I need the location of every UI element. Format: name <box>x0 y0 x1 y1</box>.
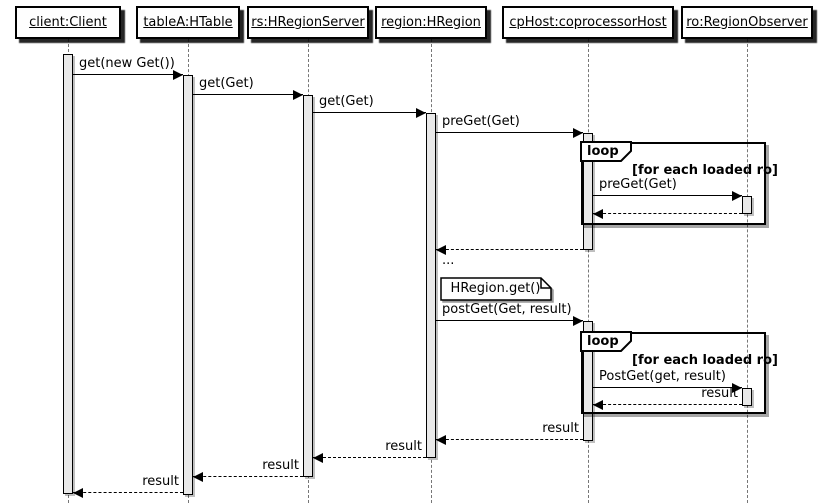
activation-bar-rs <box>303 95 313 477</box>
message-arrowhead <box>193 471 203 482</box>
participant-label-rs: rs:HRegionServer <box>251 15 365 30</box>
note-label: HRegion.get() <box>450 281 541 296</box>
message-label: preGet(Get) <box>442 114 520 129</box>
message-label: result <box>142 474 179 489</box>
message-arrowhead <box>313 452 323 463</box>
message-arrow <box>436 439 583 440</box>
message-label: get(new Get()) <box>79 56 175 71</box>
participant-box-rs: rs:HRegionServer <box>247 6 369 39</box>
activation-bar-cpHost <box>583 133 593 250</box>
message-label: result <box>542 421 579 436</box>
message-arrowhead <box>573 315 583 326</box>
activation-bar-region <box>426 113 436 458</box>
message-arrowhead <box>436 434 446 445</box>
message-arrowhead <box>732 190 742 201</box>
message-arrow <box>593 387 742 388</box>
message-arrowhead <box>436 244 446 255</box>
message-arrowhead <box>732 382 742 393</box>
activation-bar-ro <box>742 196 752 214</box>
message-arrow <box>436 249 583 250</box>
loop-guard-label: [for each loaded ro] <box>632 163 778 178</box>
activation-bar-tableA <box>183 75 193 495</box>
loop-operator-label: loop <box>587 144 619 159</box>
message-arrow <box>73 74 183 75</box>
participant-label-client: client:Client <box>29 15 107 30</box>
note <box>440 277 553 302</box>
message-arrow <box>593 404 742 405</box>
message-arrowhead <box>173 69 183 80</box>
message-label: get(Get) <box>319 94 374 109</box>
message-arrowhead <box>573 127 583 138</box>
message-arrow <box>593 195 742 196</box>
loop-fragment <box>581 332 766 414</box>
activation-bar-client <box>63 54 73 494</box>
participant-box-cpHost: cpHost:coprocessorHost <box>502 6 674 39</box>
message-label: get(Get) <box>199 76 254 91</box>
message-arrowhead <box>593 399 603 410</box>
loop-fragment <box>581 142 766 225</box>
message-label: preGet(Get) <box>599 177 677 192</box>
message-arrow <box>193 94 303 95</box>
lifeline-ro <box>747 39 748 503</box>
message-arrow <box>593 213 742 214</box>
ellipsis-label: ... <box>442 253 455 268</box>
message-label: postGet(Get, result) <box>442 302 572 317</box>
message-arrow <box>436 320 583 321</box>
activation-bar-ro <box>742 388 752 406</box>
message-label: PostGet(get, result) <box>599 369 726 384</box>
participant-box-ro: ro:RegionObserver <box>681 6 813 39</box>
message-label: result <box>262 458 299 473</box>
message-arrowhead <box>293 89 303 100</box>
message-arrow <box>73 492 183 493</box>
participant-label-ro: ro:RegionObserver <box>686 15 808 30</box>
participant-label-cpHost: cpHost:coprocessorHost <box>509 15 667 30</box>
participant-box-region: region:HRegion <box>375 6 487 39</box>
message-label: result <box>701 386 738 401</box>
message-arrow <box>436 132 583 133</box>
lifeline-cpHost <box>588 39 589 503</box>
loop-guard-label: [for each loaded ro] <box>632 353 778 368</box>
message-label: result <box>385 439 422 454</box>
loop-operator-tab <box>580 141 633 162</box>
message-arrow <box>313 112 426 113</box>
message-arrowhead <box>416 107 426 118</box>
message-arrowhead <box>73 487 83 498</box>
message-arrow <box>193 476 303 477</box>
message-arrow <box>313 457 426 458</box>
loop-operator-tab <box>580 331 633 352</box>
participant-label-region: region:HRegion <box>381 15 481 30</box>
loop-operator-label: loop <box>587 334 619 349</box>
participant-box-client: client:Client <box>15 6 121 39</box>
participant-label-tableA: tableA:HTable <box>143 15 233 30</box>
activation-bar-cpHost <box>583 321 593 441</box>
message-arrowhead <box>593 208 603 219</box>
participant-box-tableA: tableA:HTable <box>136 6 240 39</box>
